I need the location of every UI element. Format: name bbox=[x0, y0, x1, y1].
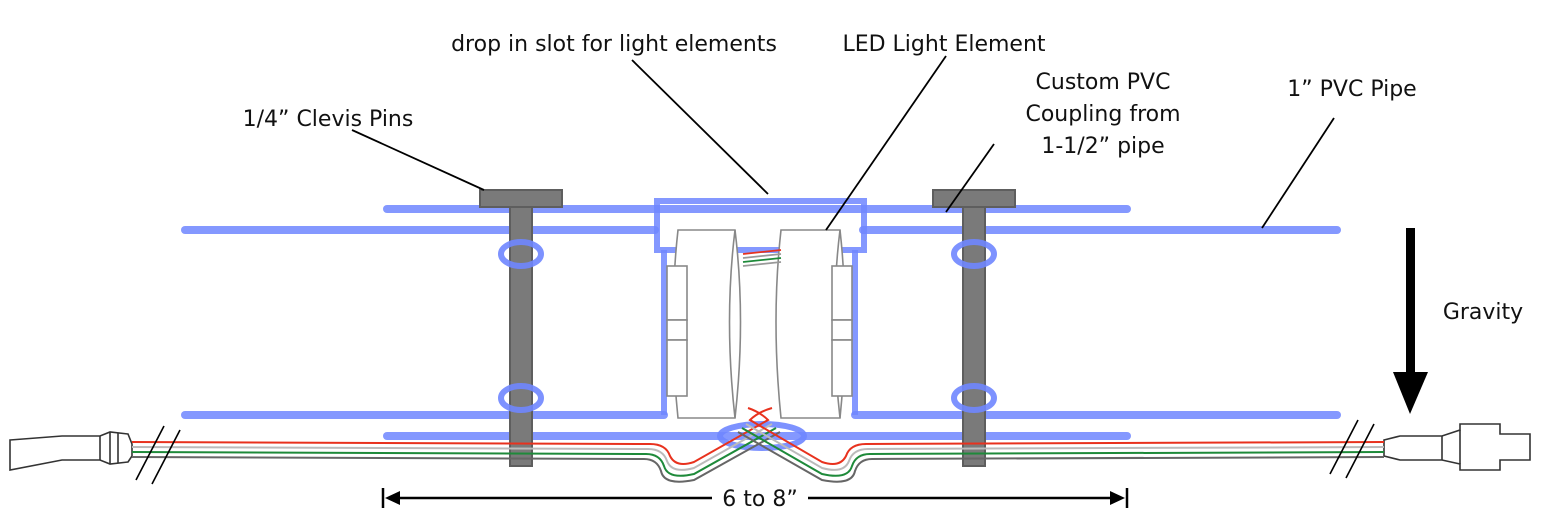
led-light-element-right bbox=[775, 229, 853, 419]
pin-ring bbox=[498, 383, 544, 413]
label-clevis-pins: 1/4” Clevis Pins bbox=[243, 107, 414, 132]
label-coupling-line3: 1-1/2” pipe bbox=[1041, 134, 1164, 159]
clevis-pin-right bbox=[932, 189, 1016, 467]
label-gravity: Gravity bbox=[1443, 300, 1523, 325]
pin-ring bbox=[951, 239, 997, 269]
coupling-slot-box bbox=[654, 198, 867, 253]
label-coupling-line1: Custom PVC bbox=[1036, 70, 1171, 95]
wire-break-marks bbox=[135, 419, 1375, 485]
label-slot: drop in slot for light elements bbox=[451, 32, 777, 57]
pvc-pipes bbox=[181, 205, 1341, 440]
led-light-element-left bbox=[666, 229, 742, 419]
wire-bundle bbox=[131, 407, 1385, 483]
leader-lines bbox=[351, 55, 1335, 231]
label-led: LED Light Element bbox=[842, 32, 1045, 57]
pvc-coupling bbox=[654, 198, 867, 415]
label-coupling-line2: Coupling from bbox=[1025, 102, 1180, 127]
gravity-arrow-icon bbox=[1393, 228, 1428, 414]
pin-ring bbox=[498, 239, 544, 269]
pin-ring bbox=[951, 383, 997, 413]
clevis-pin-left bbox=[479, 189, 563, 467]
left-connector bbox=[9, 431, 133, 471]
right-connector bbox=[1383, 423, 1531, 471]
label-dimension: 6 to 8” bbox=[722, 487, 797, 512]
led-jumper-wire bbox=[742, 249, 782, 267]
label-pvc-pipe: 1” PVC Pipe bbox=[1287, 77, 1416, 102]
dimension-arrow bbox=[381, 488, 1129, 508]
